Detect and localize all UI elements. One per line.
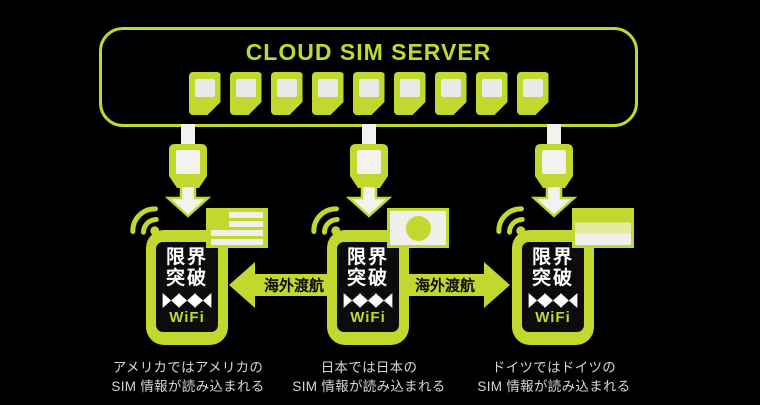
server-title: CLOUD SIM SERVER (245, 39, 492, 65)
sim-contact-chip (441, 79, 461, 97)
caption-line2: SIM 情報が読み込まれる (111, 379, 265, 394)
cloud-sim-server-box: CLOUD SIM SERVER (99, 27, 638, 127)
japan-flag-icon (387, 208, 449, 248)
brand-line2: 突破 (346, 268, 389, 289)
usa-flag-icon (206, 208, 268, 248)
brand-line2: 突破 (165, 268, 208, 289)
sim-contact-chip (359, 79, 379, 97)
travel-arrow-label: 海外渡航 (415, 277, 475, 295)
device-germany: 限界 突破 WiFi ドイツではドイツの SIM 情報が読み込まれる (477, 196, 634, 405)
usb-plug-window (542, 150, 566, 174)
cable-stem (181, 124, 195, 150)
sim-contact-chip (195, 79, 215, 97)
sim-card-icon (517, 72, 549, 115)
sim-contact-chip (482, 79, 502, 97)
device-screen: 限界 突破 WiFi (522, 242, 584, 332)
cable-stem (362, 124, 376, 150)
device-screen: 限界 突破 WiFi (156, 242, 218, 332)
brand-line2: 突破 (531, 268, 574, 289)
wifi-router-device: 限界 突破 WiFi (512, 230, 594, 345)
sim-card-icon (312, 72, 344, 115)
bowtie-logo-icon (528, 293, 578, 308)
brand-line1: 限界 (346, 247, 389, 268)
travel-arrow-label: 海外渡航 (264, 277, 324, 295)
brand-wifi-label: WiFi (535, 309, 571, 326)
caption-line2: SIM 情報が読み込まれる (292, 379, 446, 394)
caption-line1: 日本では日本の (320, 360, 418, 375)
device-caption: 日本では日本の SIM 情報が読み込まれる (264, 358, 474, 396)
sim-contact-chip (400, 79, 420, 97)
sim-card-icon (353, 72, 385, 115)
down-arrow-icon (346, 184, 392, 218)
server-to-device-connector (165, 124, 211, 218)
travel-arrow-left: 海外渡航 (229, 262, 332, 308)
germany-flag-icon (572, 208, 634, 248)
caption-line2: SIM 情報が読み込まれる (477, 379, 631, 394)
sim-card-icon (476, 72, 508, 115)
caption-line1: ドイツではドイツの (491, 360, 617, 375)
caption-line1: アメリカではアメリカの (112, 360, 264, 375)
left-arrow-icon (229, 262, 332, 308)
down-arrow-icon (531, 184, 577, 218)
sim-card-icon (189, 72, 221, 115)
device-screen: 限界 突破 WiFi (337, 242, 399, 332)
device-usa: 限界 突破 WiFi アメリカではアメリカの SIM 情報が読み込まれる (111, 196, 268, 405)
cable-stem (547, 124, 561, 150)
server-to-device-connector (531, 124, 577, 218)
wifi-router-device: 限界 突破 WiFi (327, 230, 409, 345)
sim-contact-chip (236, 79, 256, 97)
sim-card-row (102, 72, 635, 115)
japan-flag-sun (405, 215, 431, 241)
sim-card-icon (271, 72, 303, 115)
bowtie-logo-icon (162, 293, 212, 308)
usb-plug-window (357, 150, 381, 174)
brand-line1: 限界 (165, 247, 208, 268)
brand-line1: 限界 (531, 247, 574, 268)
sim-card-icon (435, 72, 467, 115)
brand-wifi-label: WiFi (350, 309, 386, 326)
bowtie-logo-icon (343, 293, 393, 308)
travel-arrow-right: 海外渡航 (407, 262, 510, 308)
wifi-router-device: 限界 突破 WiFi (146, 230, 228, 345)
usb-plug-window (176, 150, 200, 174)
device-caption: アメリカではアメリカの SIM 情報が読み込まれる (83, 358, 293, 396)
device-japan: 限界 突破 WiFi 日本では日本の SIM 情報が読み込まれる (292, 196, 449, 405)
sim-card-icon (230, 72, 262, 115)
sim-contact-chip (523, 79, 543, 97)
sim-card-icon (394, 72, 426, 115)
device-caption: ドイツではドイツの SIM 情報が読み込まれる (449, 358, 659, 396)
sim-contact-chip (277, 79, 297, 97)
server-to-device-connector (346, 124, 392, 218)
down-arrow-icon (165, 184, 211, 218)
right-arrow-icon (407, 262, 510, 308)
brand-wifi-label: WiFi (169, 309, 205, 326)
sim-contact-chip (318, 79, 338, 97)
